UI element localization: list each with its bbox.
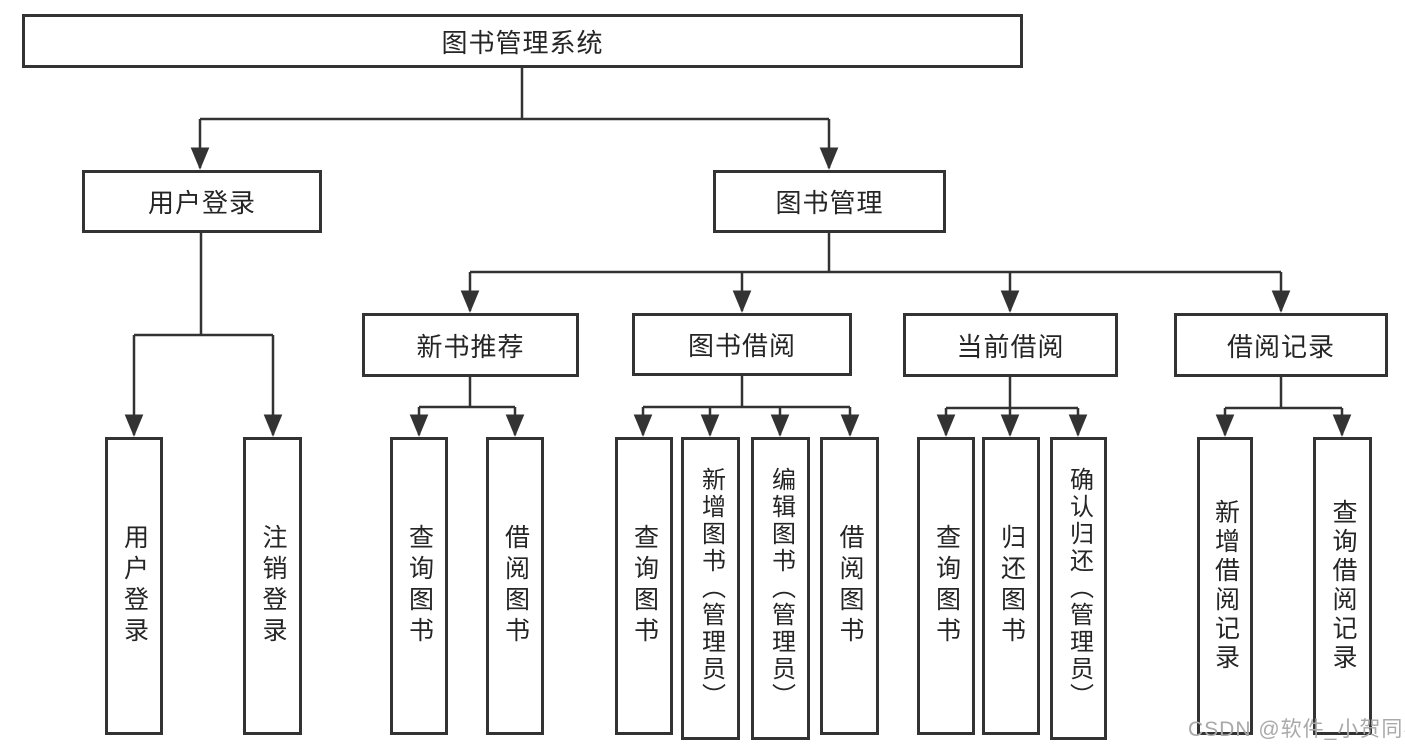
node-book-borrow: 图书借阅 — [632, 313, 852, 376]
node-new-book-recommend: 新书推荐 — [362, 313, 579, 377]
leaf-add-borrow-record: 新增借阅记录 — [1197, 437, 1253, 735]
leaf-query-books-recommend: 查询图书 — [390, 437, 448, 735]
csdn-watermark: CSDN @软件_小贺同学 — [1188, 718, 1405, 741]
leaf-logout: 注销登录 — [243, 437, 302, 735]
leaf-add-books-admin: 新增图书（管理员） — [681, 437, 740, 740]
node-current-borrow: 当前借阅 — [903, 313, 1118, 377]
leaf-edit-books-admin: 编辑图书（管理员） — [751, 437, 810, 740]
leaf-query-borrow-record: 查询借阅记录 — [1313, 437, 1372, 735]
leaf-query-books-current: 查询图书 — [917, 437, 975, 735]
leaf-confirm-return-admin: 确认归还（管理员） — [1050, 437, 1107, 740]
node-book-management: 图书管理 — [713, 170, 946, 233]
leaf-query-books-borrow: 查询图书 — [615, 437, 673, 735]
node-borrow-records: 借阅记录 — [1174, 313, 1388, 377]
node-user-login: 用户登录 — [82, 170, 322, 233]
leaf-return-books: 归还图书 — [982, 437, 1040, 735]
node-library-management-system: 图书管理系统 — [22, 14, 1023, 68]
leaf-borrow-books: 借阅图书 — [820, 437, 879, 735]
leaf-user-login: 用户登录 — [105, 437, 163, 735]
leaf-borrow-books-recommend: 借阅图书 — [486, 437, 544, 735]
